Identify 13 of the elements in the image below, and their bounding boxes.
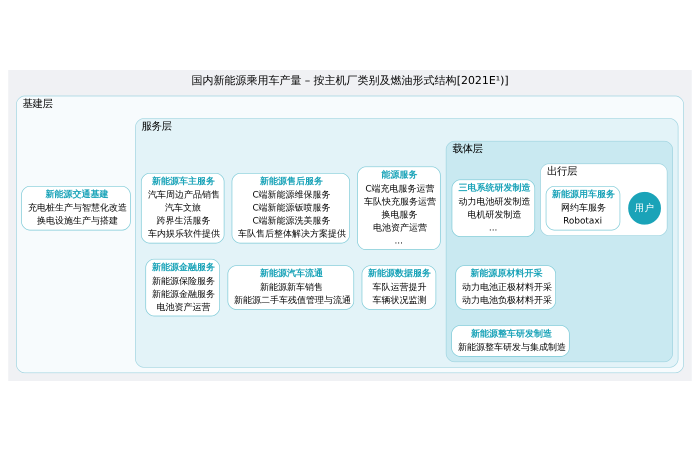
- node-box: 新能源车主服务 汽车周边产品销售 汽车文旅 跨界生活服务 车内娱乐软件提供: [140, 172, 224, 244]
- node-box: 新能源交通基建 充电桩生产与智慧化改造 换电设施生产与搭建: [21, 186, 131, 230]
- node-box: 新能源用车服务 网约车服务 Robotaxi: [546, 186, 620, 230]
- node-box: 新能源数据服务 车队运营提升 车辆状况监测: [362, 265, 436, 310]
- node-box: 三电系统研发制造 动力电池研发制造 电机研发制造 ...: [452, 179, 536, 237]
- node-box: 新能源售后服务 C端新能源维保服务 C端新能源钣喷服务 C端新能源洗美服务 车队售后整体解决方案提供: [232, 172, 350, 244]
- node-box: 能源服务 C端充电服务运营 车队快充服务运营 换电服务 电池资产运营 ...: [357, 166, 441, 250]
- node-box: 新能源汽车流通 新能源新车销售 新能源二手车残值管理与流通: [228, 265, 354, 310]
- node-box: 新能源金融服务 新能源保险服务 新能源金融服务 电池资产运营: [145, 258, 220, 316]
- node-box: 新能源整车研发制造 新能源整车研发与集成制造: [451, 325, 570, 357]
- node-box: 新能源原材料开采 动力电池正极材料开采 动力电池负极材料开采: [455, 265, 556, 310]
- node-circle: 用户: [626, 190, 664, 227]
- diagram-title: 国内新能源乘用车产量 – 按主机厂类别及燃油形式结构[2021E¹)]: [191, 74, 509, 88]
